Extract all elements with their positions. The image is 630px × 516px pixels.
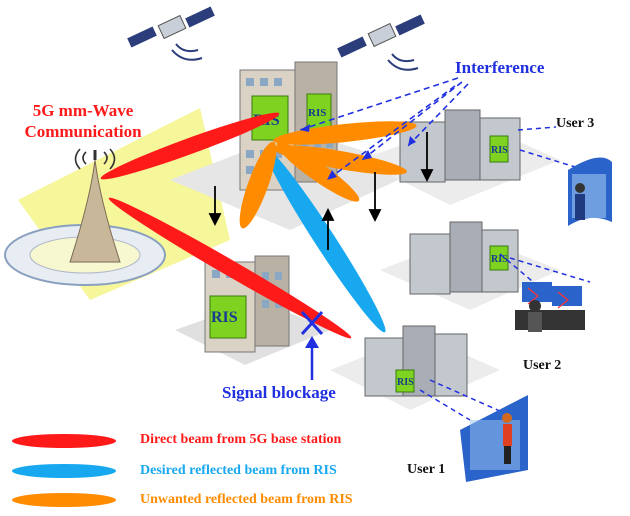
legend-swatch-desired [12,464,116,478]
beam-unwanted-1 [273,121,417,145]
user3-building [399,109,521,183]
user3-icon [568,157,612,226]
beam-direct-lower [108,197,352,339]
user1-building [364,325,468,397]
user1-icon [460,395,528,482]
vertical-arrows [208,132,434,250]
beam-direct-upper [100,112,280,180]
satellite-icon-left [127,6,215,61]
user2-building [409,221,519,295]
beam-unwanted-4 [239,141,277,229]
legend-direct-beam: Direct beam from 5G base station [140,432,342,447]
ris-panel-label-user1: RIS [397,377,414,388]
legend-swatch-unwanted [12,493,116,507]
legend-unwanted-beam: Unwanted reflected beam from RIS [140,492,353,507]
user-2-label: User 2 [523,358,562,373]
satellite-icon-right [337,14,425,71]
ris-panel-label-user2: RIS [491,254,508,265]
title-line-2: Communication [24,122,142,141]
ris-panel-label-user3: RIS [491,145,508,156]
signal-blockage-label: Signal blockage [222,383,336,402]
blockage-pointer-arrow [305,336,319,380]
user-3-label: User 3 [556,116,595,131]
ris-panel-label-lower: RIS [211,309,238,326]
beam-desired [264,147,386,333]
blockage-cross-icon [300,310,324,336]
user-1-label: User 1 [407,462,446,477]
legend-desired-beam: Desired reflected beam from RIS [140,463,337,478]
user2-icon [515,282,585,332]
title-line-1: 5G mm-Wave [32,101,134,120]
ris-panel-label-main-side: RIS [308,107,326,119]
diagram-title: 5G mm-Wave Communication [8,100,158,142]
legend-swatch-direct [12,434,116,448]
beam-unwanted-3 [276,142,360,202]
interference-label: Interference [455,58,545,77]
interference-arrows [299,77,469,181]
beam-unwanted-2 [273,145,407,175]
beams [100,112,417,339]
